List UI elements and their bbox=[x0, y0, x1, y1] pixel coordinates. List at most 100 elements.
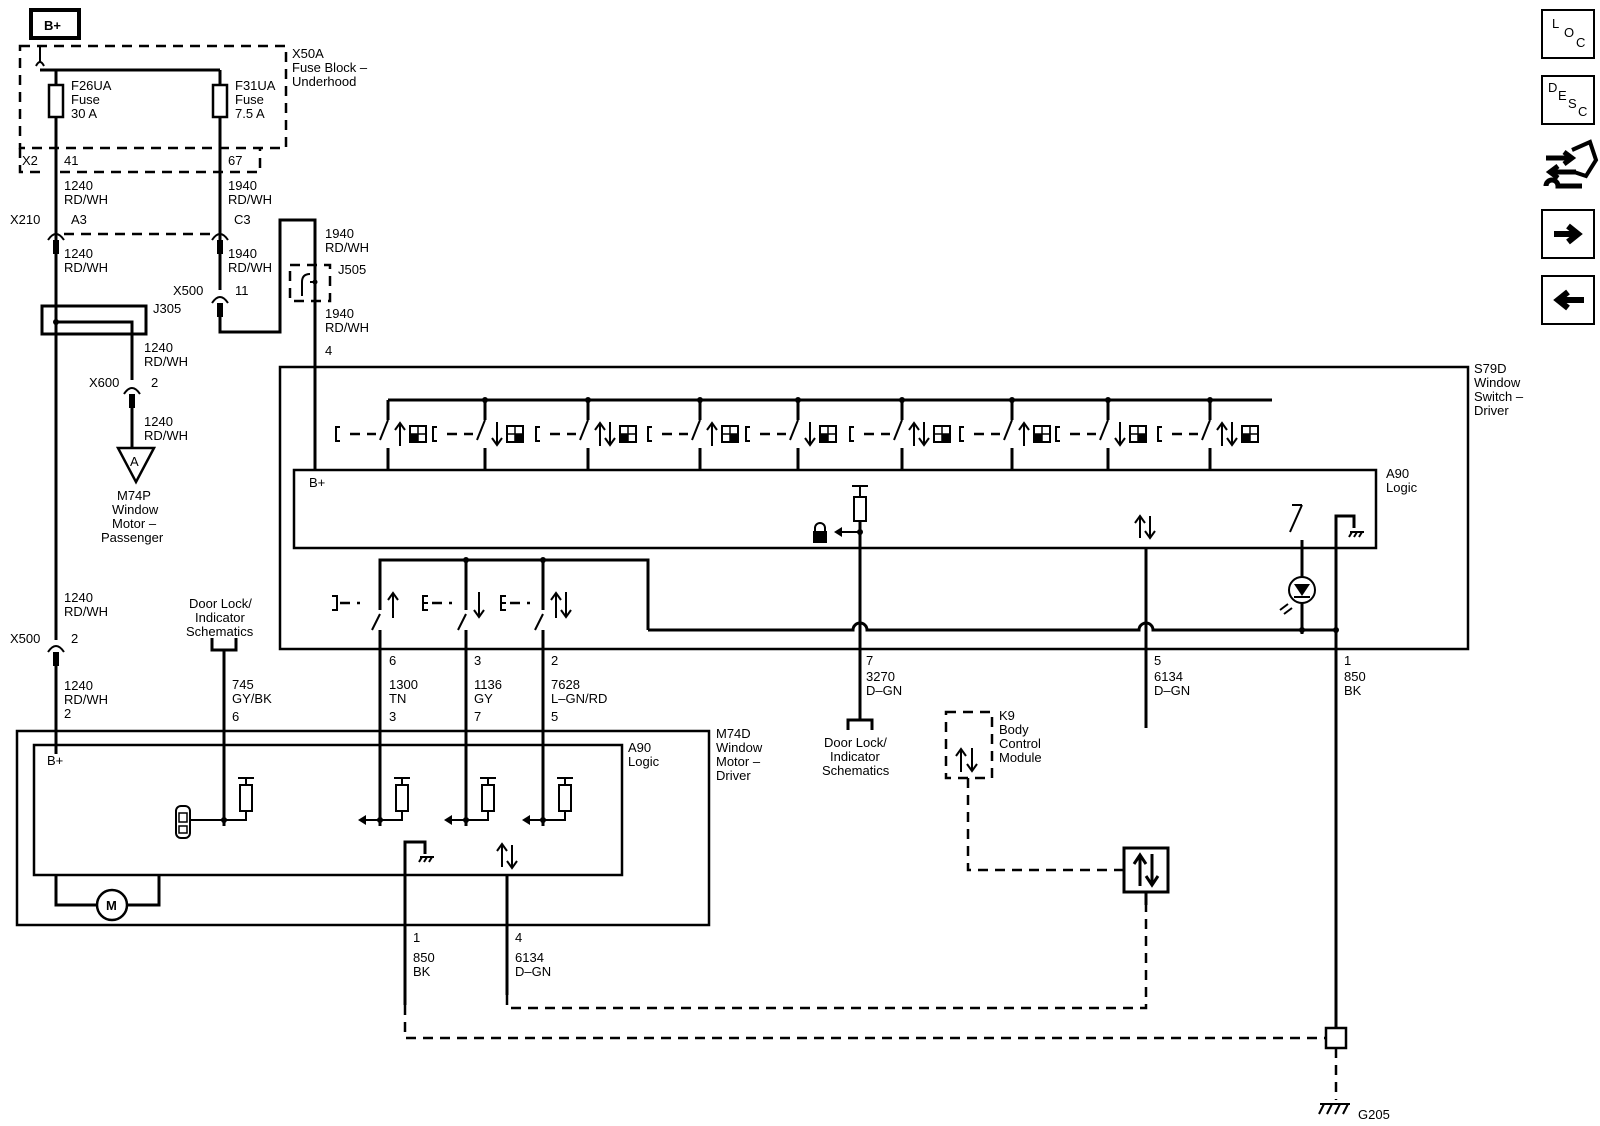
connector-x600: X600 2 bbox=[89, 375, 158, 408]
window-position-icon bbox=[1034, 434, 1042, 442]
previous-page-button[interactable] bbox=[1541, 275, 1595, 325]
fuse1-type: Fuse bbox=[71, 92, 100, 107]
wire-1240-color-e: RD/WH bbox=[144, 354, 188, 369]
wire-745-color: GY/BK bbox=[232, 691, 272, 706]
motor-l1: Window bbox=[716, 740, 763, 755]
motor-input-0 bbox=[178, 777, 254, 825]
switch-logic-ref: A90 bbox=[1386, 466, 1409, 481]
fuse-block-connector: X2 bbox=[22, 153, 38, 168]
wire-850-circuit: 850 bbox=[1344, 669, 1366, 684]
passenger-motor-ref: M74P bbox=[117, 488, 151, 503]
window-switch-driver: S79D Window Switch – Driver B+ A90 Logic bbox=[278, 361, 1524, 728]
switch-logic-bplus: B+ bbox=[309, 475, 325, 490]
motor-l3: Driver bbox=[716, 768, 751, 783]
splice-j505: J505 bbox=[288, 262, 366, 303]
next-page-button[interactable] bbox=[1541, 209, 1595, 259]
driver-window-motor: M74D Window Motor – Driver B+ A90 Logic … bbox=[15, 726, 763, 930]
motor-input-3 bbox=[522, 777, 573, 825]
wire-1940-color-c: RD/WH bbox=[325, 240, 369, 255]
x500-ref-mid: X500 bbox=[10, 631, 40, 646]
wire-850-color-b: BK bbox=[413, 964, 431, 979]
x500-ref-top: X500 bbox=[173, 283, 203, 298]
connector-tool-icon[interactable] bbox=[1543, 139, 1599, 189]
switch-contact-dn bbox=[432, 397, 524, 470]
bcm-l3: Module bbox=[999, 750, 1042, 765]
motor-pin-5: 5 bbox=[551, 709, 558, 724]
lock-icon bbox=[813, 522, 827, 543]
ground-g205: G205 bbox=[1318, 1018, 1390, 1122]
motor-serial-data-arrows-icon bbox=[496, 842, 518, 870]
desc-letter-c: C bbox=[1578, 104, 1587, 119]
window-position-icon bbox=[730, 434, 738, 442]
wire-6134-color: D–GN bbox=[1154, 683, 1190, 698]
wire-1300-color: TN bbox=[389, 691, 406, 706]
wire-1240-circuit-f: 1240 bbox=[144, 414, 173, 429]
switch-up-lower bbox=[332, 591, 399, 631]
j305-ref: J305 bbox=[153, 301, 181, 316]
motor-logic-ref: A90 bbox=[628, 740, 651, 755]
wire-1940-color: RD/WH bbox=[228, 192, 272, 207]
location-button[interactable]: L O C bbox=[1541, 9, 1595, 59]
x500-pin-2: 2 bbox=[71, 631, 78, 646]
bcm-ref: K9 bbox=[999, 708, 1015, 723]
j505-ref: J505 bbox=[338, 262, 366, 277]
passenger-motor-l1: Window bbox=[112, 502, 159, 517]
passenger-motor-arrow-label: A bbox=[130, 454, 139, 469]
wire-1136-circuit: 1136 bbox=[474, 677, 502, 692]
fuse2-ref: F31UA bbox=[235, 78, 276, 93]
wire-7628-circuit: 7628 bbox=[551, 677, 580, 692]
wire-1240-color-b: RD/WH bbox=[64, 260, 108, 275]
wire-1940-color-b: RD/WH bbox=[228, 260, 272, 275]
motor-input-1 bbox=[358, 777, 410, 825]
switch-down-lower bbox=[422, 592, 485, 631]
loc-letter-o: O bbox=[1564, 25, 1574, 40]
fuse-f26ua-symbol bbox=[47, 83, 65, 119]
x210-pin-c3: C3 bbox=[234, 212, 251, 227]
arrow-right-icon bbox=[1554, 223, 1583, 245]
wire-1240-color-g: RD/WH bbox=[64, 604, 108, 619]
x500-pin-11: 11 bbox=[235, 283, 249, 298]
x210-pin-a3: A3 bbox=[71, 212, 87, 227]
switch-contact-ex bbox=[1157, 397, 1259, 470]
description-button[interactable]: D E S C bbox=[1541, 75, 1595, 125]
fuse-block-location: Underhood bbox=[292, 74, 356, 89]
loc-letter-l: L bbox=[1552, 16, 1559, 31]
motor-logic-box bbox=[32, 743, 624, 877]
serial-data-arrows-icon bbox=[1134, 514, 1156, 540]
motor-inputs bbox=[178, 777, 573, 825]
wire-1240-circuit-g: 1240 bbox=[64, 590, 93, 605]
passenger-motor-l2: Motor – bbox=[112, 516, 157, 531]
door-lock-ref-left-l1: Door Lock/ bbox=[189, 596, 252, 611]
bcm-l2: Control bbox=[999, 736, 1041, 751]
fuse-block-name: Fuse Block – bbox=[292, 60, 368, 75]
switch-pin-3: 3 bbox=[474, 653, 481, 668]
motor-pin-4: 4 bbox=[515, 930, 522, 945]
window-position-icon bbox=[515, 434, 523, 442]
fuse2-pin: 67 bbox=[228, 153, 242, 168]
connector-x500-pin2: X500 2 bbox=[10, 631, 78, 666]
passenger-window-motor: A M74P Window Motor – Passenger bbox=[101, 446, 164, 545]
wire-7628-color: L–GN/RD bbox=[551, 691, 607, 706]
switch-l3: Driver bbox=[1474, 403, 1509, 418]
motor-l2: Motor – bbox=[716, 754, 761, 769]
desc-letter-e: E bbox=[1558, 88, 1567, 103]
x600-pin: 2 bbox=[151, 375, 158, 390]
fuse-block-ref: X50A bbox=[292, 46, 324, 61]
window-position-icon bbox=[942, 434, 950, 442]
wire-6134-circuit: 6134 bbox=[1154, 669, 1183, 684]
wire-1136-color: GY bbox=[474, 691, 493, 706]
motor-logic-bplus: B+ bbox=[47, 753, 63, 768]
wire-1240-circuit-e: 1240 bbox=[144, 340, 173, 355]
switch-pin-2: 2 bbox=[551, 653, 558, 668]
x210-ref: X210 bbox=[10, 212, 40, 227]
wire-1300-circuit: 1300 bbox=[389, 677, 418, 692]
power-source: B+ bbox=[29, 8, 81, 40]
x600-ref: X600 bbox=[89, 375, 119, 390]
switch-contact-dn bbox=[745, 397, 837, 470]
switch-pin-1: 1 bbox=[1344, 653, 1351, 668]
led-icon bbox=[1279, 576, 1316, 615]
door-lock-ref-right-l2: Indicator bbox=[830, 749, 881, 764]
fuse2-type: Fuse bbox=[235, 92, 264, 107]
fuse1-rating: 30 A bbox=[71, 106, 97, 121]
fuse1-pin: 41 bbox=[64, 153, 78, 168]
